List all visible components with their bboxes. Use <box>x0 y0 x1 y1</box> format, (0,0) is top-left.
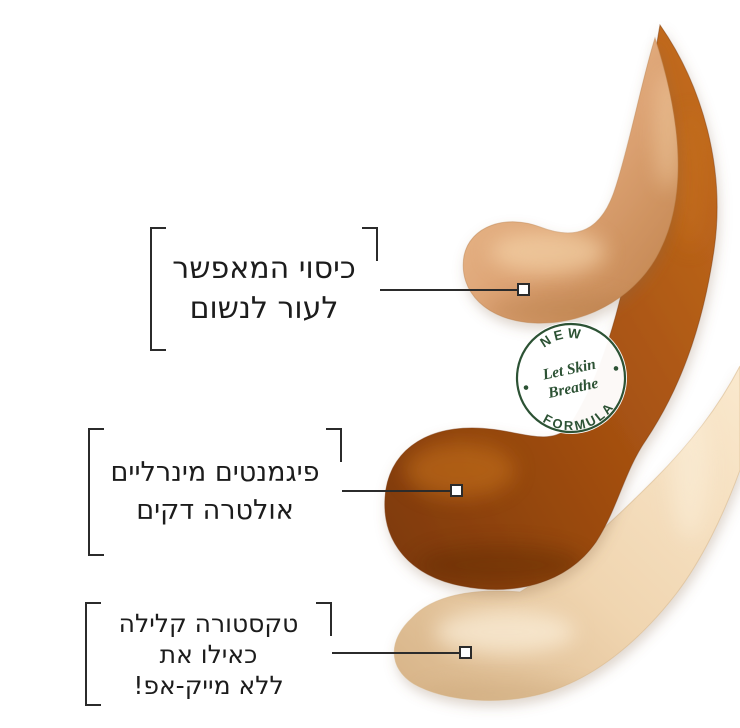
callout-light-texture: טקסטורה קלילה כאילו את ללא מייק-אפ! <box>85 602 332 706</box>
callout-text-line: פיגמנטים מינרליים <box>110 457 320 488</box>
callout-text-line: כיסוי המאפשר <box>172 251 356 286</box>
callout-text-line: ללא מייק-אפ! <box>133 670 284 700</box>
callout-mineral-pigments: פיגמנטים מינרליים אולטרה דקים <box>88 428 342 556</box>
stamp-background <box>515 322 627 434</box>
bracket-left-icon <box>85 602 101 706</box>
bracket-top-right-icon <box>362 227 378 261</box>
callout-text-line: טקסטורה קלילה <box>118 608 299 638</box>
leader-line-top <box>380 289 517 291</box>
bracket-left-icon <box>88 428 104 556</box>
callout-breathable-coverage: כיסוי המאפשר לעור לנשום <box>150 227 378 351</box>
swatch-middle-shading <box>405 110 708 585</box>
target-marker-middle <box>450 484 463 497</box>
callout-text-line: כאילו את <box>159 639 258 669</box>
stamp-border <box>515 322 627 434</box>
callout-text-line: אולטרה דקים <box>136 495 294 526</box>
callout-text-line: לעור לנשום <box>189 291 339 326</box>
bracket-top-right-icon <box>316 602 332 636</box>
bracket-left-icon <box>150 227 166 351</box>
bracket-top-right-icon <box>326 428 342 462</box>
stamp-dot-right-icon <box>613 366 619 371</box>
leader-line-bottom <box>332 652 459 654</box>
leader-line-middle <box>342 490 450 492</box>
target-marker-top <box>517 283 530 296</box>
stamp-dot-left-icon <box>523 385 529 390</box>
target-marker-bottom <box>459 646 472 659</box>
